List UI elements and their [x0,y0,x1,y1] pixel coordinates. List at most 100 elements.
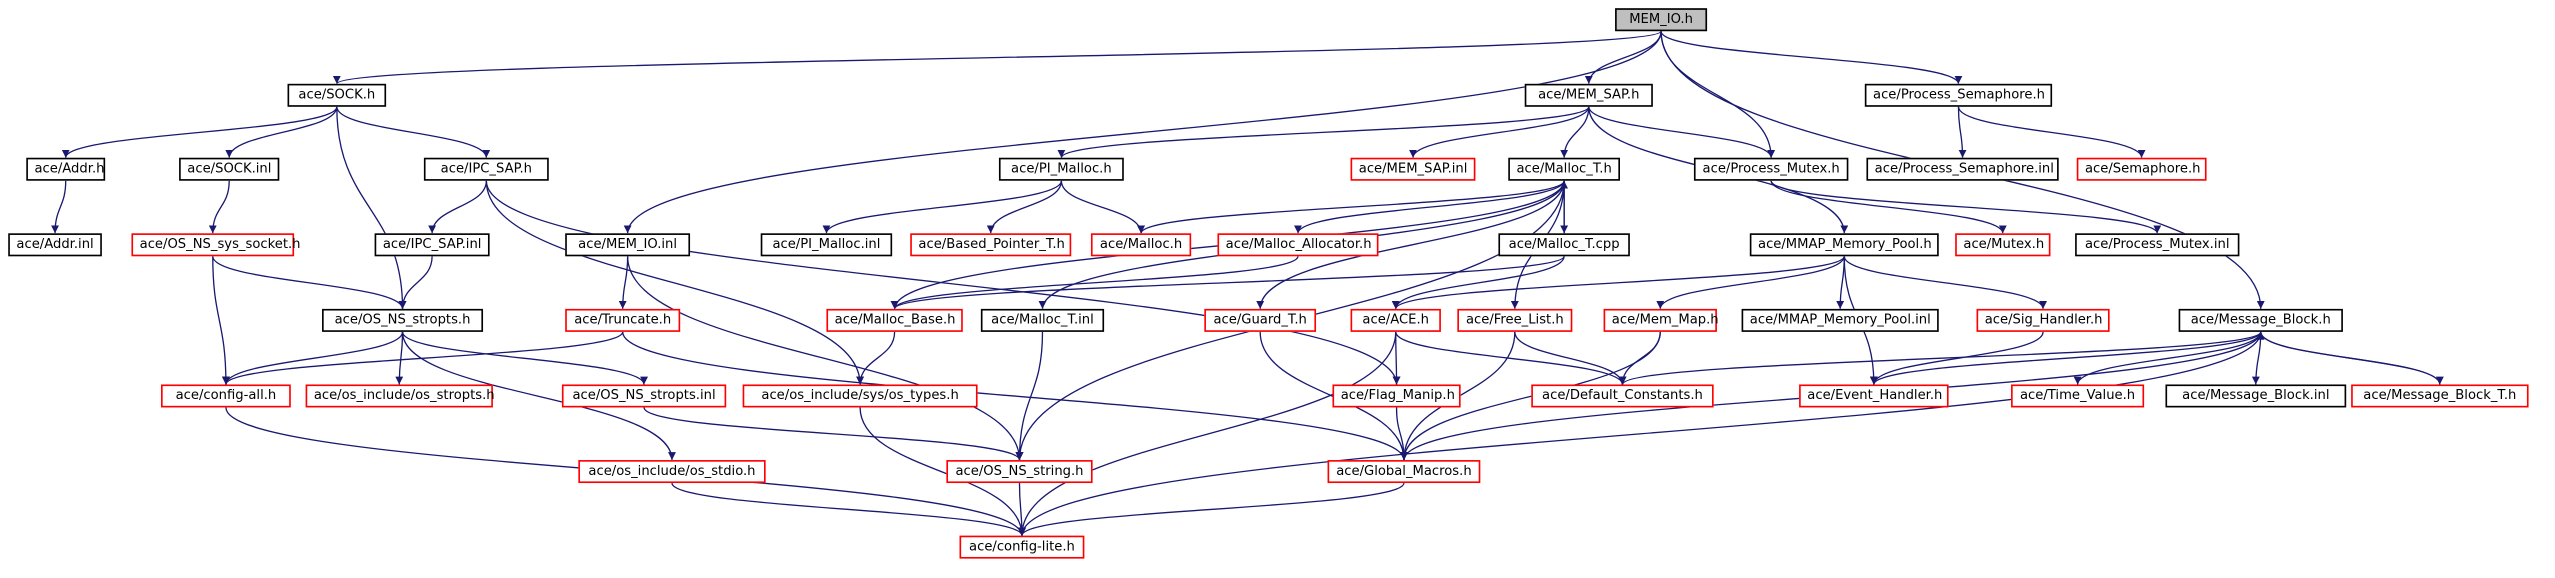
node-ace-guard-t-h[interactable]: ace/Guard_T.h [1204,308,1317,332]
node-ace-malloc-t-h[interactable]: ace/Malloc_T.h [1508,157,1620,181]
edge-n22-n33 [1836,256,1845,309]
node-ace-semaphore-h[interactable]: ace/Semaphore.h [2076,157,2207,181]
node-ace-os-ns-stropts-inl[interactable]: ace/OS_NS_stropts.inl [561,384,727,408]
node-ace-time-value-h[interactable]: ace/Time_Value.h [2011,384,2145,408]
node-ace-sock-inl[interactable]: ace/SOCK.inl [179,157,280,181]
edge-n2-n8 [1409,106,1590,158]
edge-n0-n1 [333,30,1662,85]
edge-n2-n9 [1560,106,1590,158]
edge-n10-n24 [1770,180,2162,234]
edge-n1-n4 [61,106,338,158]
node-ace-flag-manip-h[interactable]: ace/Flag_Manip.h [1332,384,1461,408]
node-ace-pi-malloc-inl[interactable]: ace/PI_Malloc.inl [760,233,893,257]
node-ace-ipc-sap-inl[interactable]: ace/IPC_SAP.inl [374,233,490,257]
node-ace-message-block-h[interactable]: ace/Message_Block.h [2178,308,2343,332]
node-ace-mem-map-h[interactable]: ace/Mem_Map.h [1603,308,1719,332]
node-ace-os-include-sys-os-types-h[interactable]: ace/os_include/sys/os_types.h [742,384,978,408]
node-ace-free-list-h[interactable]: ace/Free_List.h [1457,308,1573,332]
node-ace-default-constants-h[interactable]: ace/Default_Constants.h [1531,384,1714,408]
edge-n35-n43 [2073,331,2262,385]
edge-n0-n10 [1660,31,1776,158]
node-ace-mutex-h[interactable]: ace/Mutex.h [1955,233,2051,257]
edge-n16-n26 [618,256,629,309]
edge-n30-n40 [1392,331,1401,385]
edge-n38-n47 [643,407,1024,461]
node-ace-ace-h[interactable]: ace/ACE.h [1350,308,1441,332]
edge-n26-n48 [622,331,1408,461]
edge-n25-n38 [401,331,648,385]
edge-n35-n49 [1018,331,2262,536]
edge-n45-n35 [2256,331,2441,385]
edge-n4-n13 [51,180,67,234]
edge-n7-n17 [822,180,1063,234]
edge-n0-n3 [1660,30,1963,85]
node-ace-mem-io-inl[interactable]: ace/MEM_IO.inl [565,233,691,257]
edge-n14-n25 [212,256,407,310]
edge-n5-n14 [208,180,230,234]
node-ace-mmap-memory-pool-h[interactable]: ace/MMAP_Memory_Pool.h [1749,233,1939,257]
edge-n1-n5 [225,106,338,158]
edge-n2-n10 [1588,106,1776,158]
edge-n30-n49 [1018,331,1397,536]
edge-n3-n12 [1957,106,2146,158]
edge-n2-n7 [1057,106,1590,159]
node-ace-malloc-allocator-h[interactable]: ace/Malloc_Allocator.h [1217,233,1379,257]
edge-n21-n27 [890,255,1565,310]
node-ace-sock-h[interactable]: ace/SOCK.h [287,83,387,107]
node-ace-os-include-os-stdio-h[interactable]: ace/os_include/os_stdio.h [578,460,766,484]
node-ace-process-mutex-h[interactable]: ace/Process_Mutex.h [1693,157,1849,181]
node-ace-os-ns-string-h[interactable]: ace/OS_NS_string.h [946,460,1093,484]
node-ace-event-handler-h[interactable]: ace/Event_Handler.h [1799,384,1949,408]
node-ace-malloc-t-inl[interactable]: ace/Malloc_T.inl [980,308,1105,332]
edge-n40-n48 [1395,407,1408,461]
edge-n9-n29 [1256,180,1565,309]
node-ace-pi-malloc-h[interactable]: ace/PI_Malloc.h [998,157,1124,181]
edge-n21-n30 [1391,256,1565,310]
node-ace-os-ns-sys-socket-h[interactable]: ace/OS_NS_sys_socket.h [131,233,301,257]
node-ace-message-block-t-h[interactable]: ace/Message_Block_T.h [2351,384,2529,408]
node-ace-addr-inl[interactable]: ace/Addr.inl [8,233,102,257]
node-ace-os-include-os-stropts-h[interactable]: ace/os_include/os_stropts.h [305,384,495,408]
node-ace-os-ns-stropts-h[interactable]: ace/OS_NS_stropts.h [322,308,484,332]
edge-n26-n36 [222,331,624,385]
node-ace-process-mutex-inl[interactable]: ace/Process_Mutex.inl [2075,233,2240,257]
node-ace-sig-handler-h[interactable]: ace/Sig_Handler.h [1976,308,2110,332]
edge-n0-n16 [623,31,1662,234]
edge-n1-n25 [336,106,407,309]
node-ace-message-block-inl[interactable]: ace/Message_Block.inl [2165,384,2347,408]
node-ace-mem-sap-h[interactable]: ace/MEM_SAP.h [1524,83,1653,107]
edge-n9-n19 [1137,180,1565,234]
node-ace-process-semaphore-h[interactable]: ace/Process_Semaphore.h [1864,83,2053,107]
edge-n22-n32 [1656,256,1845,310]
node-ace-ipc-sap-h[interactable]: ace/IPC_SAP.h [423,157,549,181]
edge-n31-n41 [1514,331,1627,385]
edge-n25-n46 [401,331,676,461]
edge-n0-n2 [1584,31,1662,84]
edge-n6-n39 [485,180,865,385]
node-ace-mmap-memory-pool-inl[interactable]: ace/MMAP_Memory_Pool.inl [1741,308,1939,332]
edge-n7-n19 [1060,180,1145,234]
node-ace-process-semaphore-inl[interactable]: ace/Process_Semaphore.inl [1866,157,2059,181]
edge-n25-n37 [395,331,404,385]
edge-n34-n42 [1869,331,2044,385]
node-ace-truncate-h[interactable]: ace/Truncate.h [565,308,681,332]
node-ace-global-macros-h[interactable]: ace/Global_Macros.h [1327,460,1481,484]
edge-n22-n30 [1391,255,1845,310]
node-mem-io-h[interactable]: MEM_IO.h [1615,8,1708,32]
edge-n35-n41 [1618,331,2262,386]
node-ace-addr-h[interactable]: ace/Addr.h [26,157,106,181]
node-ace-malloc-base-h[interactable]: ace/Malloc_Base.h [826,308,963,332]
node-ace-malloc-h[interactable]: ace/Malloc.h [1090,233,1192,257]
edge-n9-n20 [1294,180,1565,234]
node-ace-mem-sap-inl[interactable]: ace/MEM_SAP.inl [1350,157,1476,181]
node-ace-config-lite-h[interactable]: ace/config-lite.h [959,535,1085,559]
edge-n35-n42 [1870,331,2262,385]
edge-n28-n47 [1015,331,1044,461]
node-ace-malloc-t-cpp[interactable]: ace/Malloc_T.cpp [1498,233,1630,257]
edge-n22-n34 [1843,256,2047,310]
edge-n32-n41 [1618,331,1661,385]
node-ace-based-pointer-t-h[interactable]: ace/Based_Pointer_T.h [910,233,1072,257]
node-ace-config-all-h[interactable]: ace/config-all.h [161,384,291,408]
edge-n48-n49 [1018,482,1405,536]
